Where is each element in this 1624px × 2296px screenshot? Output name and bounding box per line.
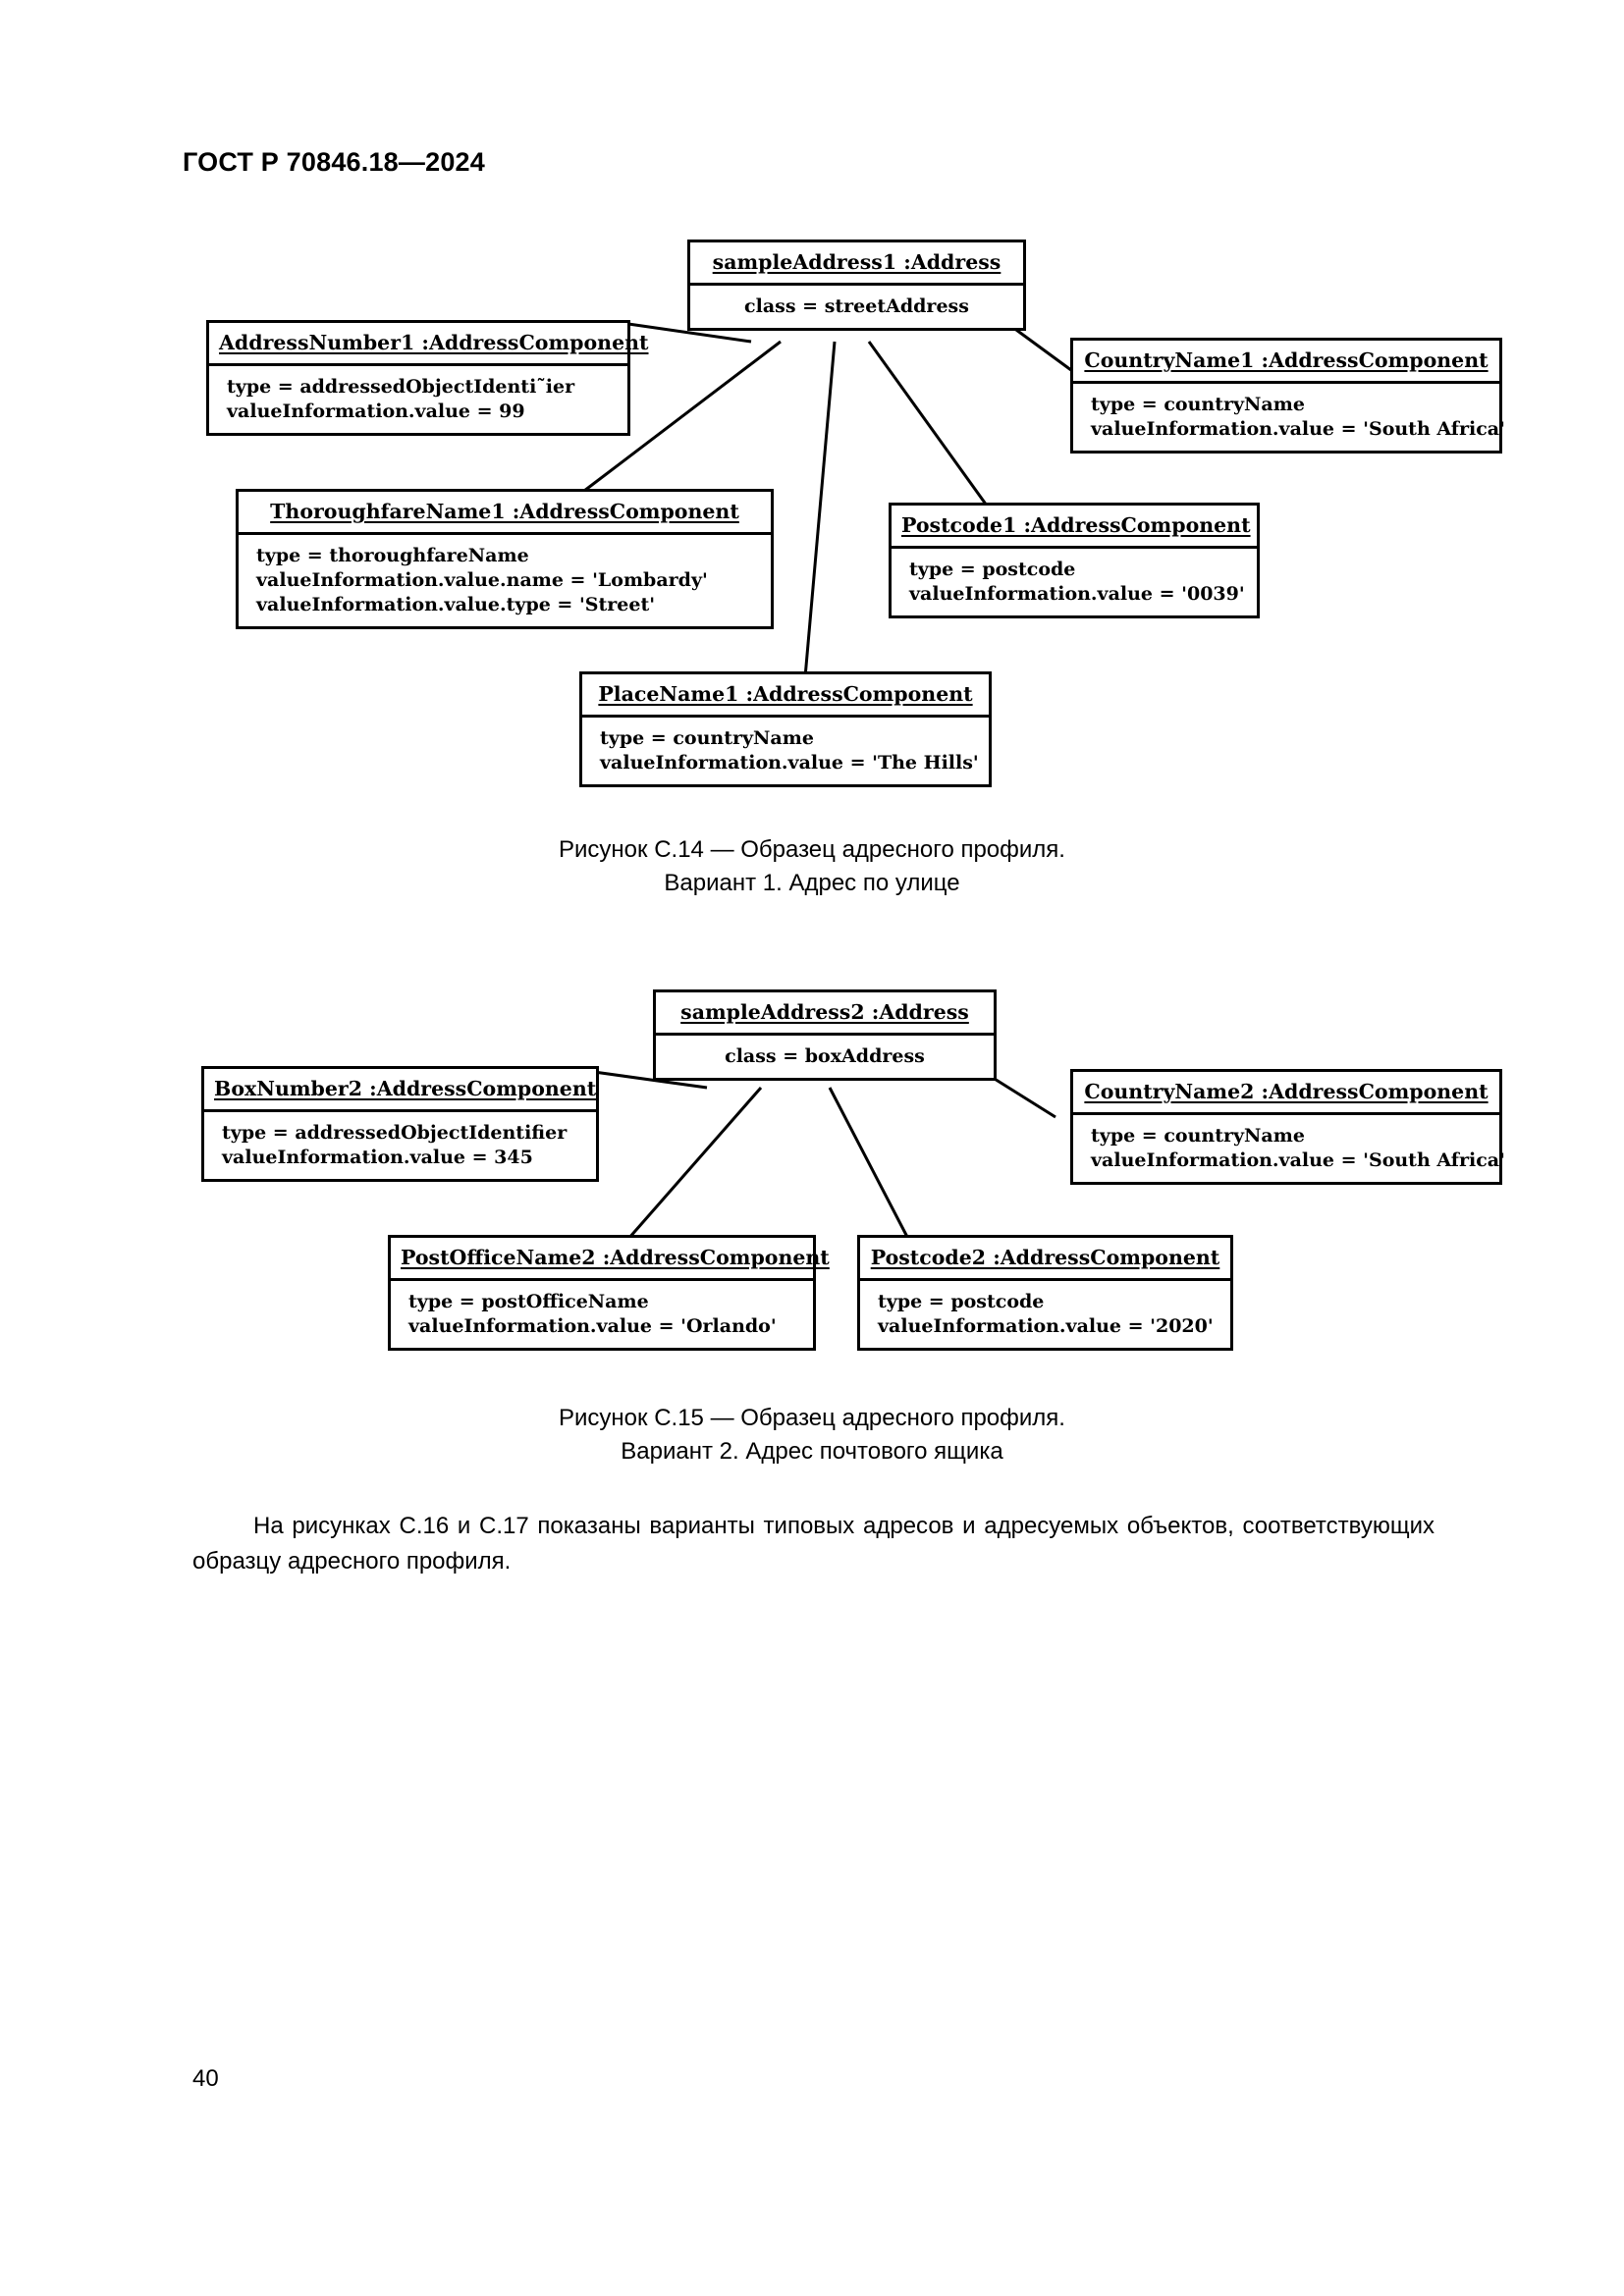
uml-attribute: valueInformation.value = 345 (222, 1146, 533, 1168)
uml-object-attributes: class = streetAddress (690, 286, 1023, 328)
uml-object-title: PlaceName1 :AddressComponent (582, 674, 989, 718)
uml-object-postofficename2[interactable]: PostOfficeName2 :AddressComponent type =… (388, 1235, 830, 1351)
uml-attribute: type = postcode (909, 558, 1076, 580)
uml-attribute: type = addressedObjectIdentifier (222, 1121, 568, 1144)
uml-object-placename1[interactable]: PlaceName1 :AddressComponent type = coun… (579, 671, 992, 787)
uml-object-attributes: type = addressedObjectIdenti˜ier valueIn… (209, 366, 627, 433)
uml-attribute: valueInformation.value.name = 'Lombardy' (256, 568, 708, 591)
uml-attribute: type = countryName (1091, 1124, 1305, 1147)
uml-object-attributes: type = postcode valueInformation.value =… (860, 1281, 1230, 1348)
uml-object-attributes: type = addressedObjectIdentifier valueIn… (204, 1112, 596, 1179)
uml-attribute: type = postcode (878, 1290, 1045, 1312)
uml-attribute: valueInformation.value = 'South Africa' (1091, 1148, 1505, 1171)
uml-object-countryname1[interactable]: CountryName1 :AddressComponent type = co… (1070, 338, 1505, 454)
uml-object-attributes: type = thoroughfareName valueInformation… (239, 535, 771, 626)
document-header-standard-number: ГОСТ Р 70846.18—2024 (183, 147, 485, 177)
uml-object-title: Postcode1 :AddressComponent (892, 506, 1257, 549)
uml-attribute: type = countryName (600, 726, 814, 749)
uml-object-postcode2[interactable]: Postcode2 :AddressComponent type = postc… (857, 1235, 1233, 1351)
uml-object-attributes: class = boxAddress (656, 1036, 994, 1078)
uml-attribute: valueInformation.value = '2020' (878, 1314, 1214, 1337)
uml-object-sampleaddress1[interactable]: sampleAddress1 :Address class = streetAd… (687, 240, 1026, 331)
uml-object-addressnumber1[interactable]: AddressNumber1 :AddressComponent type = … (206, 320, 649, 436)
uml-object-sampleaddress2[interactable]: sampleAddress2 :Address class = boxAddre… (653, 989, 997, 1081)
uml-object-title: Postcode2 :AddressComponent (860, 1238, 1230, 1281)
uml-object-title: ThoroughfareName1 :AddressComponent (239, 492, 771, 535)
uml-object-attributes: type = countryName valueInformation.valu… (582, 718, 989, 784)
uml-attribute: type = countryName (1091, 393, 1305, 415)
uml-attribute: valueInformation.value = 'Orlando' (408, 1314, 777, 1337)
uml-object-countryname2[interactable]: CountryName2 :AddressComponent type = co… (1070, 1069, 1505, 1185)
uml-object-title: BoxNumber2 :AddressComponent (204, 1069, 596, 1112)
uml-object-title: PostOfficeName2 :AddressComponent (391, 1238, 830, 1281)
uml-attribute: valueInformation.value.type = 'Street' (256, 593, 656, 615)
page-number: 40 (192, 2065, 219, 2092)
uml-object-attributes: type = postcode valueInformation.value =… (892, 549, 1257, 615)
body-paragraph: На рисунках С.16 и С.17 показаны вариант… (192, 1513, 1435, 1575)
uml-attribute: valueInformation.value = 'South Africa' (1091, 417, 1505, 440)
uml-attribute: valueInformation.value = 99 (227, 400, 525, 422)
uml-object-title: AddressNumber1 :AddressComponent (209, 323, 649, 366)
uml-attribute: type = addressedObjectIdenti˜ier (227, 375, 575, 398)
uml-object-boxnumber2[interactable]: BoxNumber2 :AddressComponent type = addr… (201, 1066, 599, 1182)
figure-c14-caption: Рисунок С.14 — Образец адресного профиля… (0, 833, 1624, 900)
figure-caption-line: Вариант 2. Адрес почтового ящика (621, 1438, 1003, 1466)
uml-object-attributes: type = countryName valueInformation.valu… (1073, 384, 1505, 451)
uml-object-title: sampleAddress1 :Address (690, 242, 1023, 286)
figure-caption-line: Вариант 1. Адрес по улице (664, 870, 960, 897)
figure-caption-line: Рисунок С.15 — Образец адресного профиля… (559, 1405, 1065, 1431)
figure-c15-caption: Рисунок С.15 — Образец адресного профиля… (0, 1402, 1624, 1468)
uml-attribute: valueInformation.value = '0039' (909, 582, 1245, 605)
uml-object-thoroughfarename1[interactable]: ThoroughfareName1 :AddressComponent type… (236, 489, 774, 629)
uml-attribute: class = streetAddress (744, 294, 969, 317)
uml-object-title: CountryName2 :AddressComponent (1073, 1072, 1499, 1115)
uml-attribute: class = boxAddress (725, 1044, 925, 1067)
uml-object-title: sampleAddress2 :Address (656, 992, 994, 1036)
uml-attribute: type = thoroughfareName (256, 544, 529, 566)
figure-caption-line: Рисунок С.14 — Образец адресного профиля… (559, 836, 1065, 863)
uml-attribute: valueInformation.value = 'The Hills' (600, 751, 979, 774)
uml-object-attributes: type = postOfficeName valueInformation.v… (391, 1281, 813, 1348)
uml-object-postcode1[interactable]: Postcode1 :AddressComponent type = postc… (889, 503, 1260, 618)
uml-object-attributes: type = countryName valueInformation.valu… (1073, 1115, 1505, 1182)
uml-attribute: type = postOfficeName (408, 1290, 649, 1312)
uml-object-title: CountryName1 :AddressComponent (1073, 341, 1499, 384)
